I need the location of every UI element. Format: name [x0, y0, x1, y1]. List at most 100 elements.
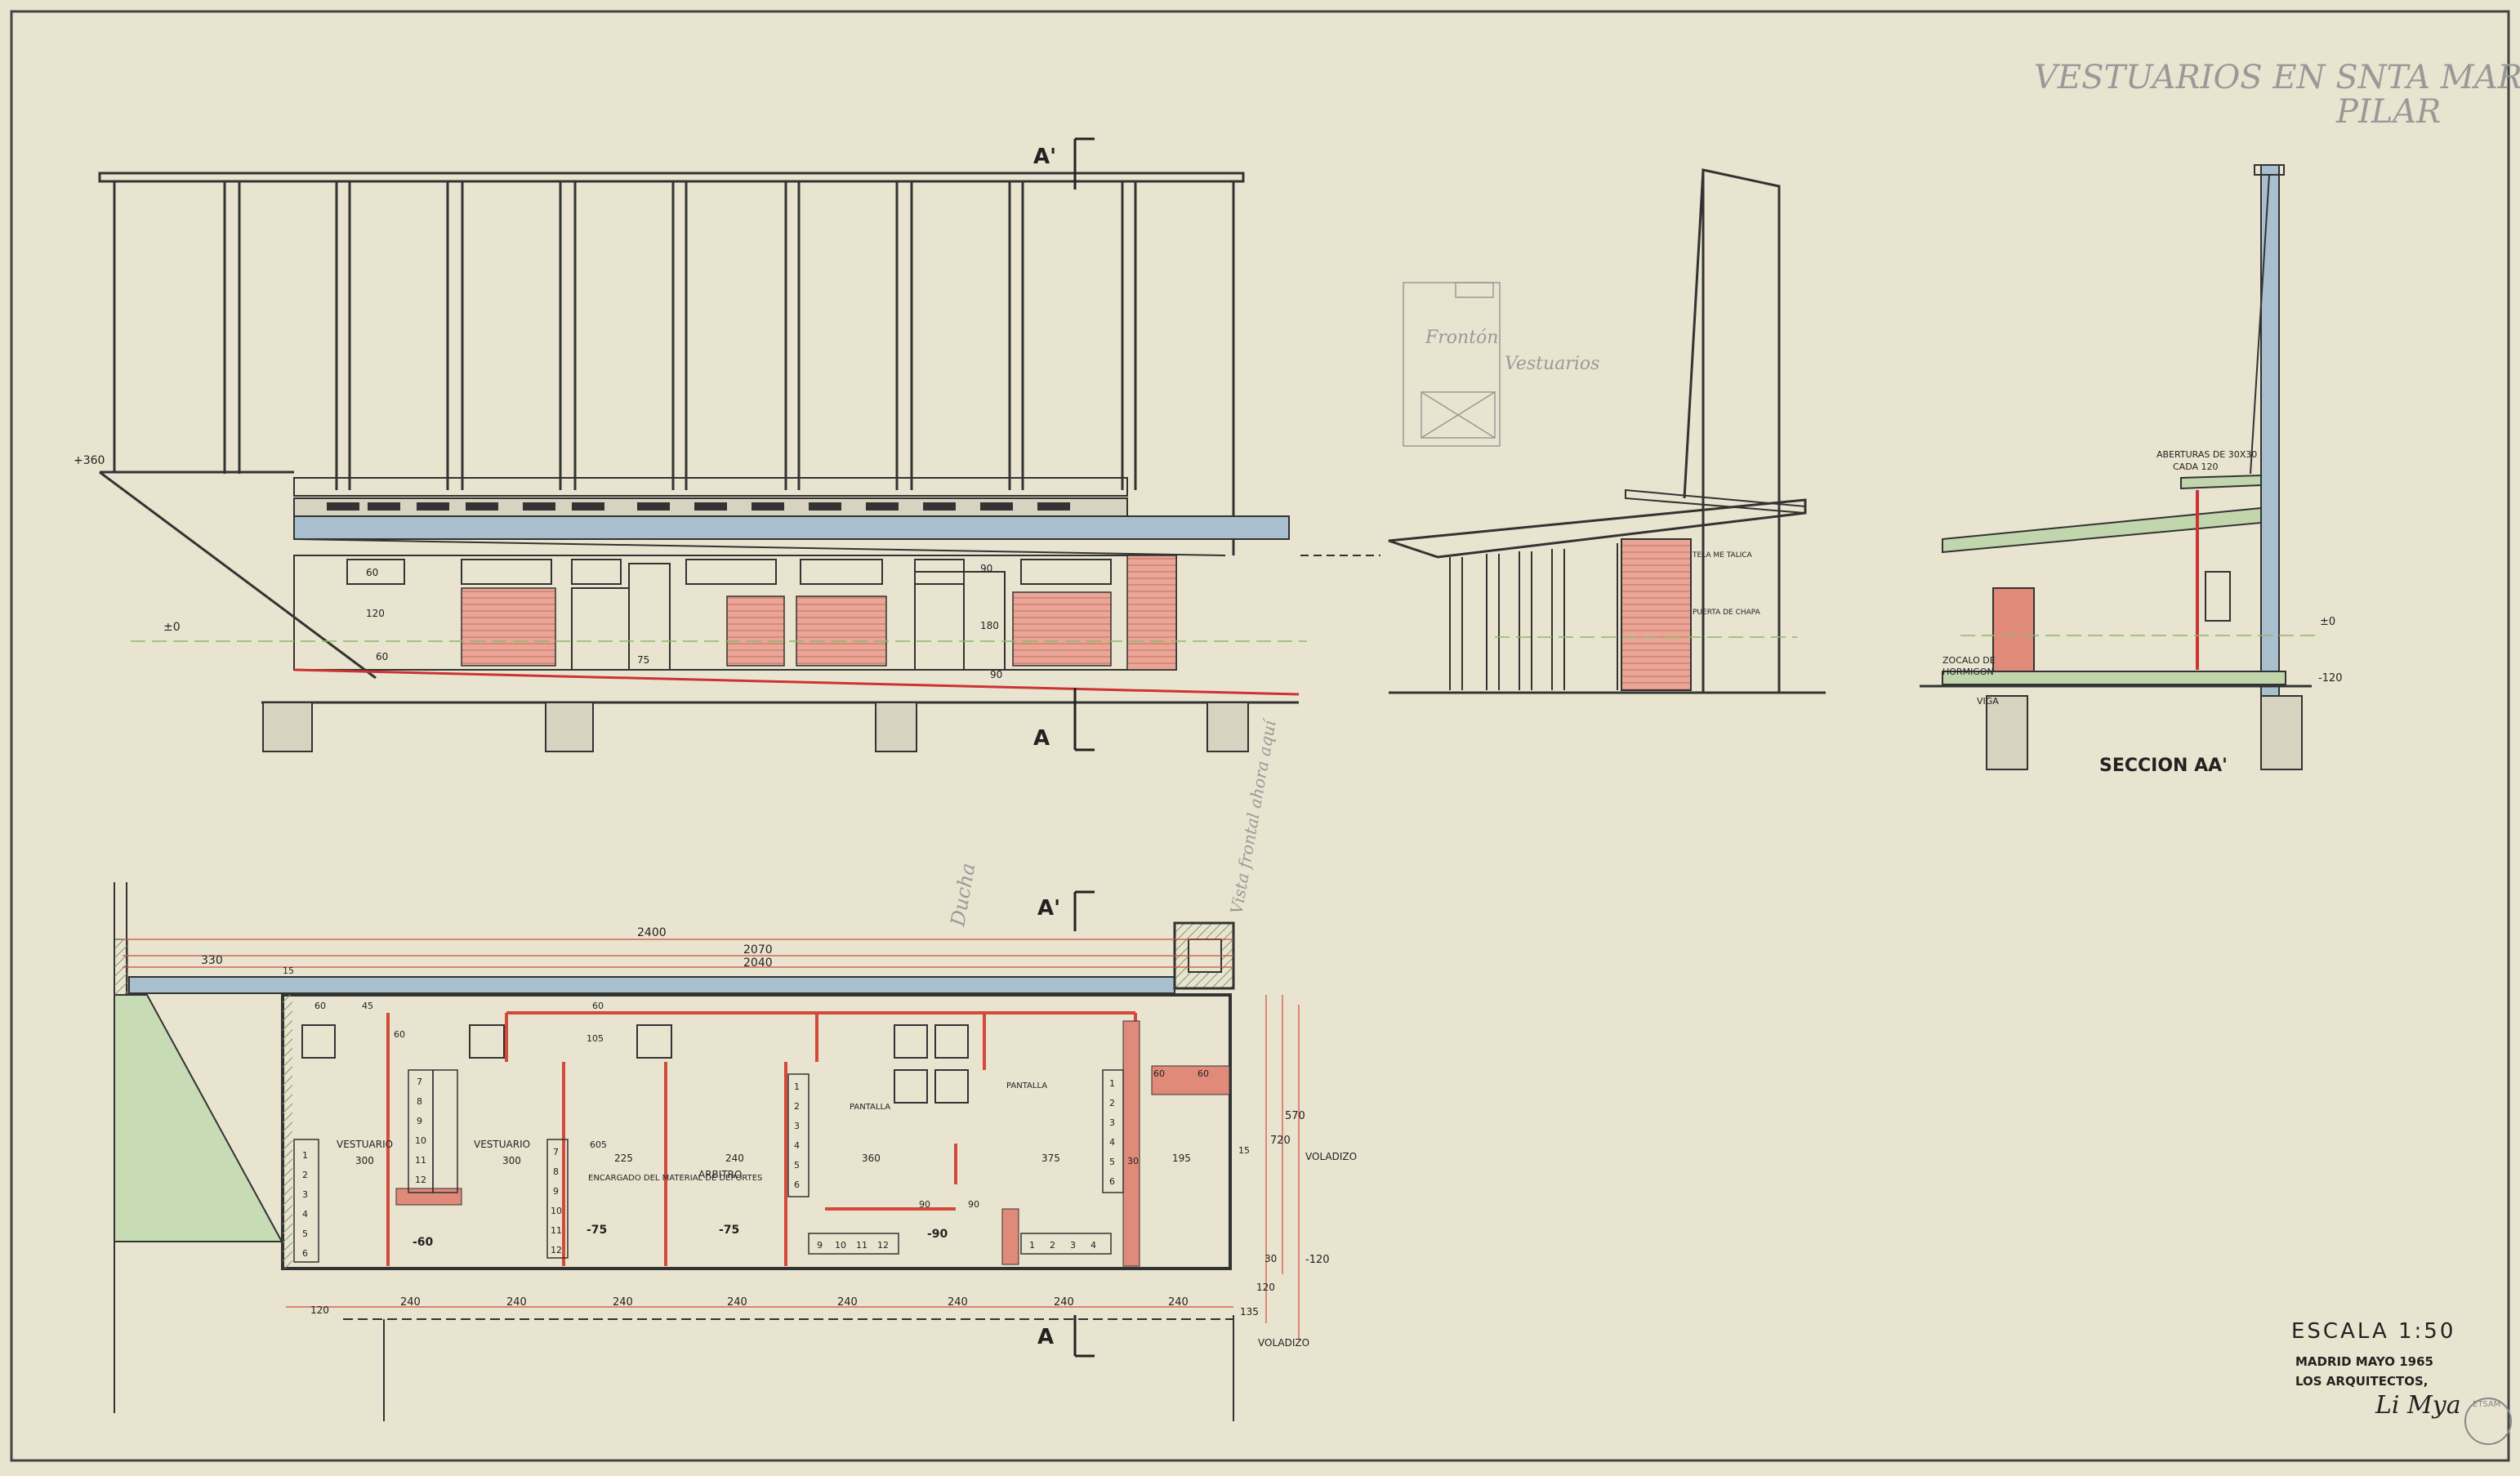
plan-mark-top: A'	[1037, 896, 1060, 921]
dim-15-right: 15	[1238, 1145, 1250, 1156]
signature: Li Mya	[2375, 1391, 2461, 1420]
level-minus: -120	[2318, 672, 2343, 684]
level-top: +360	[74, 454, 105, 467]
locker-number: 1	[1109, 1078, 1115, 1089]
locker-number: 5	[302, 1229, 308, 1239]
label-tela: TELA ME TALICA	[1692, 551, 1753, 560]
locker-number: 7	[417, 1077, 422, 1087]
dim-2040: 2040	[743, 957, 773, 970]
level-minus120: -120	[1305, 1254, 1330, 1266]
dim-label: 60	[366, 567, 378, 578]
locker-number: 9	[817, 1240, 823, 1251]
locker-number: 9	[417, 1116, 422, 1126]
locker-number: 4	[1091, 1240, 1096, 1251]
level-mark: -75	[719, 1224, 739, 1237]
locker-number: 1	[794, 1081, 800, 1092]
dim-bottom: 240	[727, 1296, 747, 1309]
room-width: 360	[862, 1153, 881, 1164]
locker-number: 10	[551, 1206, 562, 1216]
section-mark-bottom: A	[1033, 726, 1050, 751]
dim-bottom: 240	[948, 1296, 968, 1309]
locker-number: 6	[302, 1248, 308, 1259]
room-width: 240	[725, 1153, 744, 1164]
dim-105: 105	[587, 1033, 604, 1044]
architects-label: LOS ARQUITECTOS,	[2295, 1374, 2428, 1389]
title-block: ESCALA 1:50 MADRID MAYO 1965 LOS ARQUITE…	[2291, 1319, 2512, 1445]
label-voladizo-2: VOLADIZO	[1258, 1337, 1309, 1349]
dim-bottom: 240	[1054, 1296, 1074, 1309]
level-mark: -60	[413, 1236, 434, 1249]
label-voladizo-1: VOLADIZO	[1305, 1151, 1357, 1162]
sheet-border	[10, 10, 2510, 1462]
room-name: VESTUARIO	[474, 1139, 530, 1150]
locker-number: 3	[1109, 1117, 1115, 1128]
room-name: ARBITRO	[698, 1169, 742, 1180]
dim-2400: 2400	[637, 926, 667, 939]
dim-2070: 2070	[743, 943, 773, 957]
dim-label: 180	[980, 620, 999, 631]
label-hormigon: HORMIGON	[1942, 667, 1994, 677]
locker-number: 10	[835, 1240, 846, 1251]
label-zocalo: ZOCALO DE	[1942, 655, 1996, 666]
locker-number: 8	[417, 1096, 422, 1107]
sheet-title-2: PILAR	[2335, 93, 2441, 131]
dim-bottom: 240	[613, 1296, 633, 1309]
dim-90: 90	[968, 1199, 979, 1210]
dim-label: 90	[990, 669, 1002, 680]
locker-number: 3	[1070, 1240, 1076, 1251]
dim-720: 720	[1270, 1135, 1291, 1147]
locker-number: 11	[415, 1155, 426, 1166]
locker-number: 1	[1029, 1240, 1035, 1251]
plan-canopy	[128, 976, 1175, 994]
dim-605: 605	[590, 1139, 607, 1150]
section-title: SECCION AA'	[2099, 756, 2228, 776]
label-aberturas: ABERTURAS DE 30X30	[2156, 449, 2257, 460]
locker-number: 2	[302, 1170, 308, 1180]
locker-number: 5	[794, 1160, 800, 1171]
dim-label: 90	[980, 563, 992, 574]
locker-number: 2	[1109, 1098, 1115, 1108]
level-zero: ±0	[2320, 616, 2335, 628]
dim-bottom: 240	[1168, 1296, 1189, 1309]
locker-number: 12	[415, 1175, 426, 1185]
locker-number: 2	[794, 1101, 800, 1112]
scale-label: ESCALA 1:50	[2291, 1319, 2455, 1344]
label-pantalla-2: PANTALLA	[1006, 1081, 1047, 1090]
dim-30: 30	[1127, 1156, 1139, 1166]
sketch-note-1: Frontón	[1425, 328, 1498, 348]
stamp-label: ETSAM	[2473, 1400, 2500, 1409]
dim-60: 60	[314, 1001, 326, 1011]
locker-number: 10	[415, 1135, 426, 1146]
dim-60: 60	[394, 1029, 405, 1040]
dim-label: 75	[637, 654, 649, 666]
dim-label: 60	[376, 651, 388, 662]
dim-570: 570	[1285, 1110, 1305, 1122]
dim-label: 120	[366, 608, 385, 619]
sketch-note-2: Vestuarios	[1505, 354, 1599, 374]
locker-number: 4	[302, 1209, 308, 1220]
dim-120-right: 120	[1256, 1282, 1275, 1293]
locker-number: 3	[302, 1189, 308, 1200]
level-mark: -75	[587, 1224, 607, 1237]
label-puerta: PUERTA DE CHAPA	[1693, 609, 1761, 617]
level-zero: ±0	[163, 621, 181, 634]
locker-number: 12	[877, 1240, 889, 1251]
locker-number: 4	[794, 1140, 800, 1151]
stamp-icon	[2464, 1398, 2512, 1445]
locker-number: 3	[794, 1121, 800, 1131]
dim-bottom: 240	[506, 1296, 527, 1309]
date-label: MADRID MAYO 1965	[2295, 1354, 2433, 1369]
room-name: ENCARGADO DEL MATERIAL DE DEPORTES	[588, 1174, 762, 1183]
section-aa: ABERTURAS DE 30X30 CADA 120 ZOCALO DE HO…	[1920, 164, 2343, 776]
level-mark: -90	[927, 1228, 948, 1241]
locker-number: 11	[551, 1225, 562, 1236]
locker-number: 6	[794, 1179, 800, 1190]
note-ducha: Ducha	[946, 861, 979, 929]
plan-mark-bottom: A	[1037, 1325, 1054, 1349]
label-cada: CADA 120	[2173, 462, 2219, 472]
dim-60: 60	[592, 1001, 604, 1011]
label-viga: VIGA	[1977, 696, 1999, 707]
room-width: 375	[1041, 1153, 1060, 1164]
